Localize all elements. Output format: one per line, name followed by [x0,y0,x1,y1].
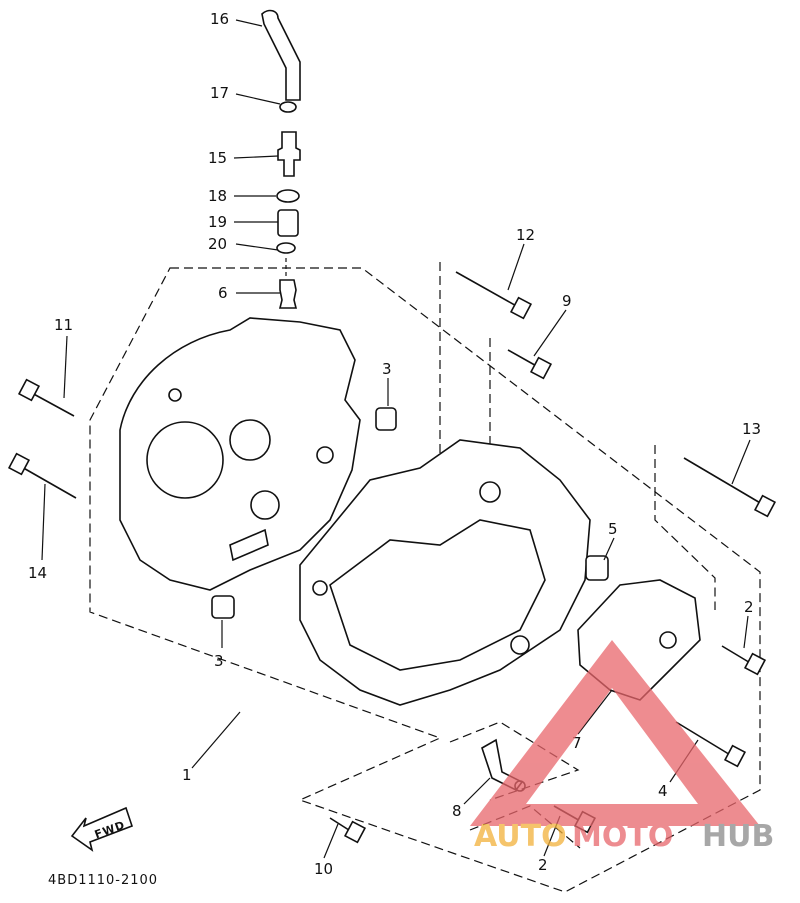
watermark-triangle-icon [470,640,760,826]
callout-9: 9 [562,292,572,310]
right-case-rim [329,519,546,671]
cover-boss [659,631,677,649]
left-case-boss [229,419,271,461]
dowel-pin [211,595,235,619]
o-ring [276,242,296,254]
left-case-slot [229,528,269,562]
left-case-bore [146,421,224,499]
watermark-moto: MOTO [572,819,673,854]
left-case-bearing [250,490,280,520]
right-crankcase [299,439,591,706]
callout-2-lower: 2 [538,856,548,874]
callout-11: 11 [54,316,73,334]
callout-6: 6 [218,284,228,302]
collar [277,209,299,237]
callout-20: 20 [208,235,227,253]
callout-10: 10 [314,860,333,878]
left-crankcase [119,317,361,591]
bolt-14 [7,452,77,499]
bolt-12 [455,271,533,320]
callout-1: 1 [182,766,192,784]
callout-12: 12 [516,226,535,244]
bolt-11 [17,378,75,417]
dowel-pin [375,407,397,431]
bolt-2-upper [721,645,767,676]
bolt-9 [507,349,553,380]
clip [279,101,297,113]
hose-clamp [276,189,300,203]
callout-7: 7 [572,734,582,752]
breather-pipe [277,131,301,177]
bolt-10 [329,817,367,844]
callout-14: 14 [28,564,47,582]
bolt-13 [683,457,777,518]
left-case-hole [316,446,334,464]
callout-13: 13 [742,420,761,438]
automotohub-watermark: AUTO MOTO HUB [470,640,774,854]
callout-5: 5 [608,520,618,538]
fwd-arrow-icon: FWD [70,806,134,852]
watermark-auto: AUTO [474,819,567,854]
nipple [278,279,298,309]
dowel-pin [585,555,609,581]
callout-17: 17 [210,84,229,102]
callout-3-lower: 3 [214,652,224,670]
callout-2-upper: 2 [744,598,754,616]
callout-3-upper: 3 [382,360,392,378]
right-case-bearing [510,635,530,655]
callout-15: 15 [208,149,227,167]
part-code: 4BD1110-2100 [48,873,158,888]
right-case-hole [479,481,501,503]
callout-8: 8 [452,802,462,820]
left-case-hole [168,388,182,402]
breather-hose [261,9,301,101]
right-case-hole [312,580,328,596]
callout-16: 16 [210,10,229,28]
callout-18: 18 [208,187,227,205]
watermark-hub: HUB [702,819,774,854]
left-case-boundary [89,267,761,893]
callout-labels: 16 17 15 18 19 20 6 3 3 11 14 12 9 13 5 … [28,10,761,878]
bolt-4 [675,721,747,768]
callout-19: 19 [208,213,227,231]
callout-4: 4 [658,782,668,800]
